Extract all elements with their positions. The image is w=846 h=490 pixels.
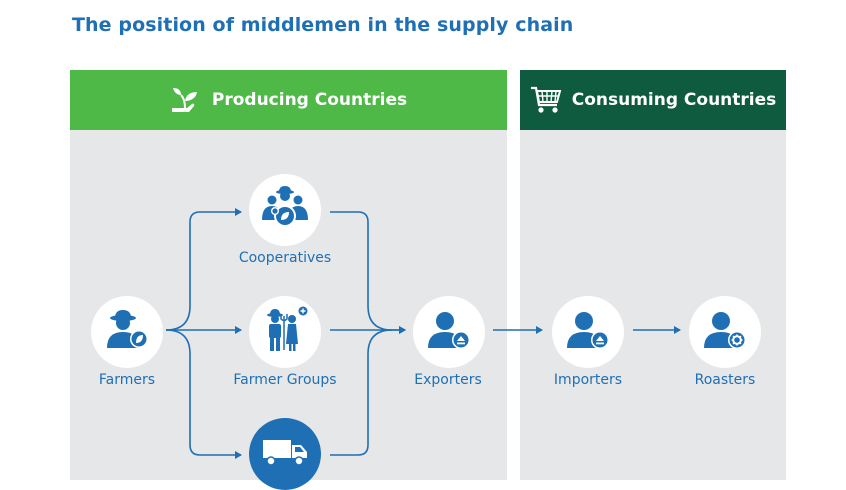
- consuming-region: Consuming Countries: [520, 70, 786, 480]
- importers-node: [552, 296, 624, 368]
- farmer-icon: [103, 308, 151, 356]
- producing-header: Producing Countries: [70, 70, 507, 130]
- producing-region: Producing Countries: [70, 70, 507, 480]
- farmers-label: Farmers: [98, 372, 156, 388]
- diagram-title: The position of middlemen in the supply …: [72, 14, 574, 36]
- importers-label: Importers: [553, 372, 623, 388]
- arrow-farmers-transport: [165, 329, 242, 459]
- consuming-header: Consuming Countries: [520, 70, 786, 130]
- person-export-icon: [425, 308, 473, 356]
- truck-icon: [262, 437, 308, 471]
- shopping-cart-icon: [530, 85, 562, 115]
- cooperatives-node: [249, 174, 321, 246]
- exporters-node: [413, 296, 485, 368]
- farmer-couple-icon: [260, 306, 310, 358]
- exporters-label: Exporters: [414, 372, 482, 388]
- farmer-groups-node: [249, 296, 321, 368]
- transport-node: [249, 418, 321, 490]
- cooperatives-label: Cooperatives: [238, 250, 332, 266]
- producing-label: Producing Countries: [211, 90, 408, 110]
- group-icon: [260, 186, 310, 234]
- roasters-label: Roasters: [694, 372, 756, 388]
- consuming-label: Consuming Countries: [571, 90, 777, 110]
- roasters-node: [689, 296, 761, 368]
- farmer-groups-label: Farmer Groups: [233, 372, 337, 388]
- flow-connectors: [165, 208, 681, 459]
- sprout-icon: [170, 86, 200, 114]
- person-gear-icon: [701, 308, 749, 356]
- arrow-farmers-cooperatives: [165, 208, 242, 331]
- arrow-cooperatives-exporters: [330, 211, 406, 334]
- farmers-node: [91, 296, 163, 368]
- person-import-icon: [564, 308, 612, 356]
- arrow-transport-exporters: [330, 329, 393, 456]
